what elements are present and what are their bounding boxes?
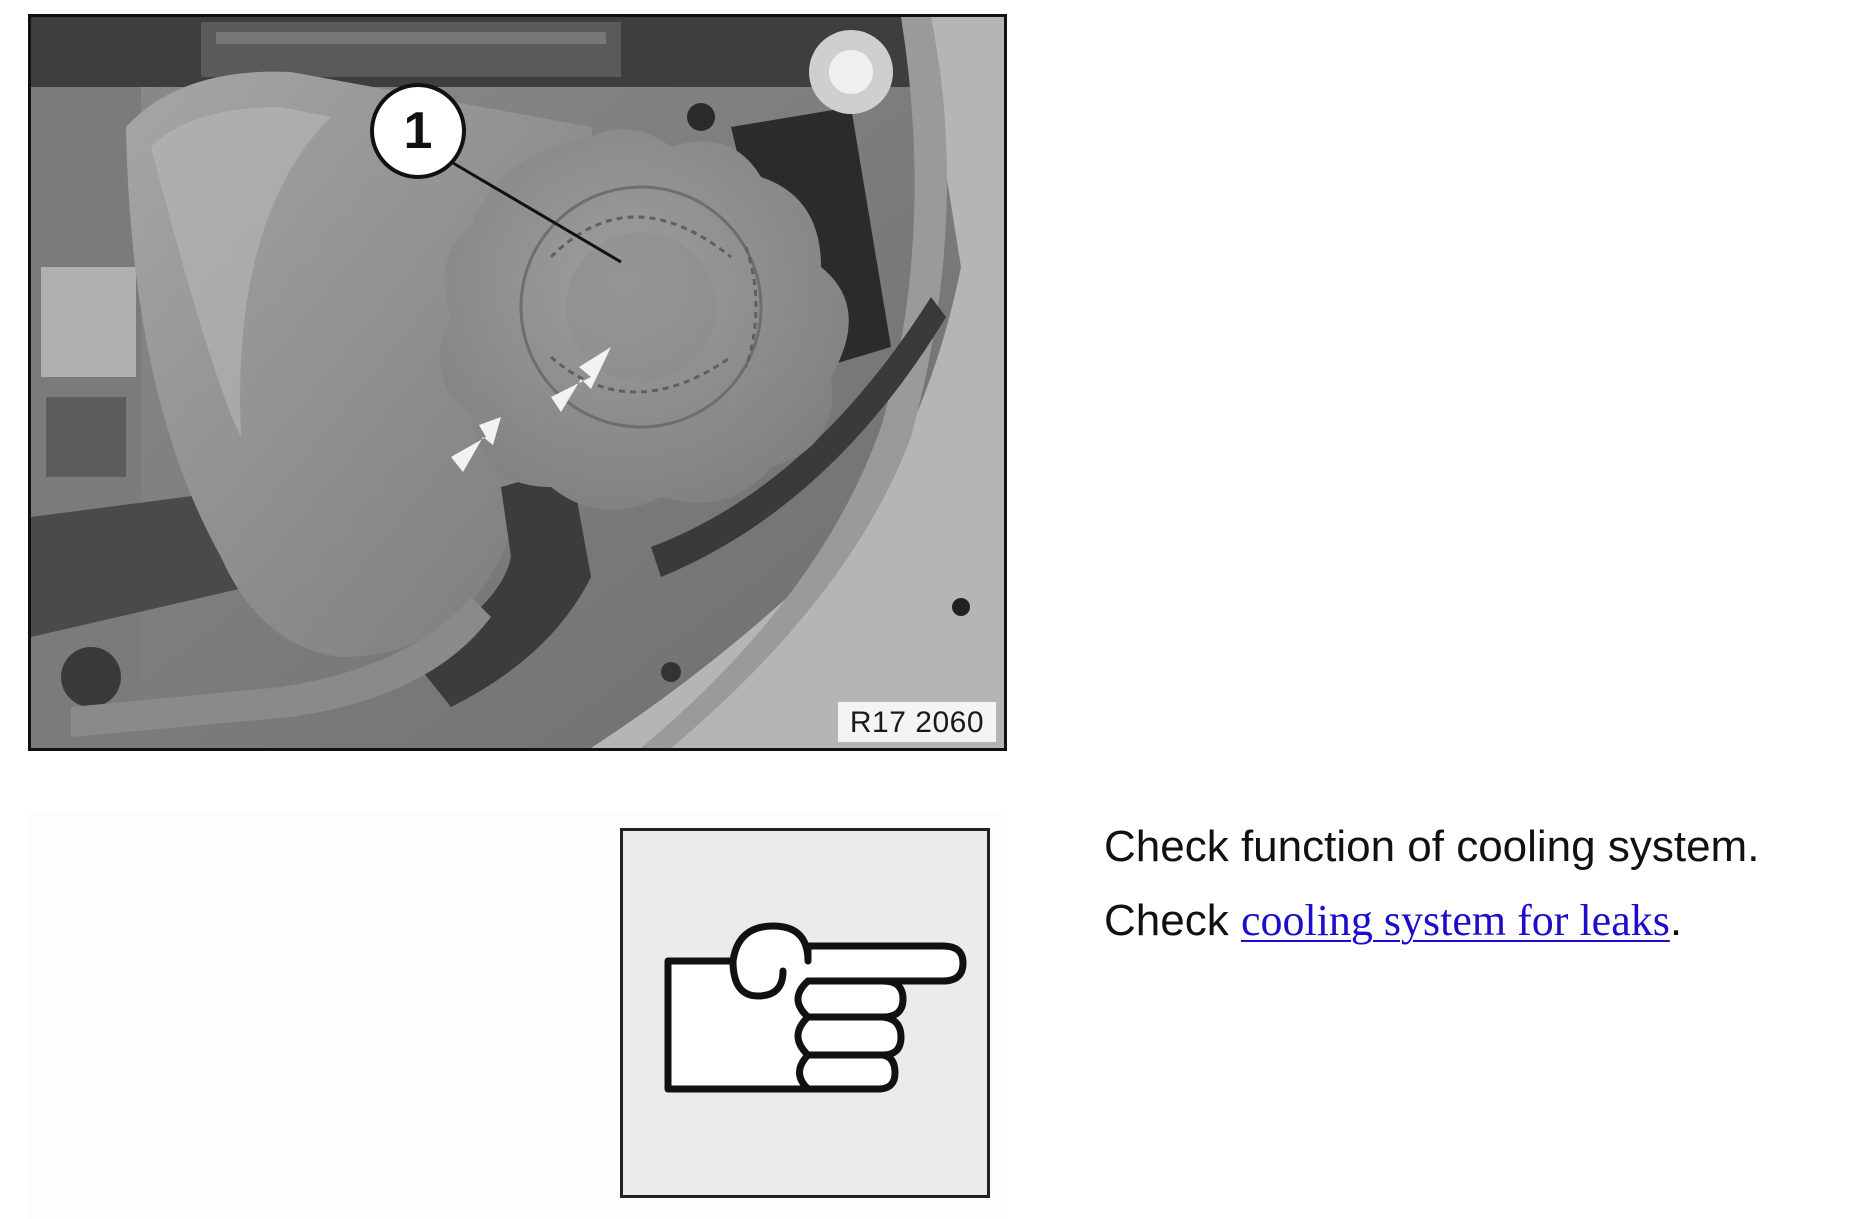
cooling-system-leaks-link[interactable]: cooling system for leaks <box>1240 896 1670 945</box>
note-line-2-prefix: Check <box>1104 896 1241 945</box>
pointing-hand-icon <box>664 922 967 1093</box>
callout-number: 1 <box>403 102 433 160</box>
note-line-2: Check cooling system for leaks. <box>1104 884 1844 958</box>
engine-bay-illustration <box>31 17 1004 748</box>
figure-code-label: R17 2060 <box>837 702 996 742</box>
note-text: Check function of cooling system. Check … <box>1104 810 1844 958</box>
note-line-1: Check function of cooling system. <box>1104 822 1760 871</box>
figure-photo: 1 R17 2060 <box>28 14 1007 751</box>
note-line-2-suffix: . <box>1669 896 1683 945</box>
note-icon-box <box>620 828 990 1198</box>
